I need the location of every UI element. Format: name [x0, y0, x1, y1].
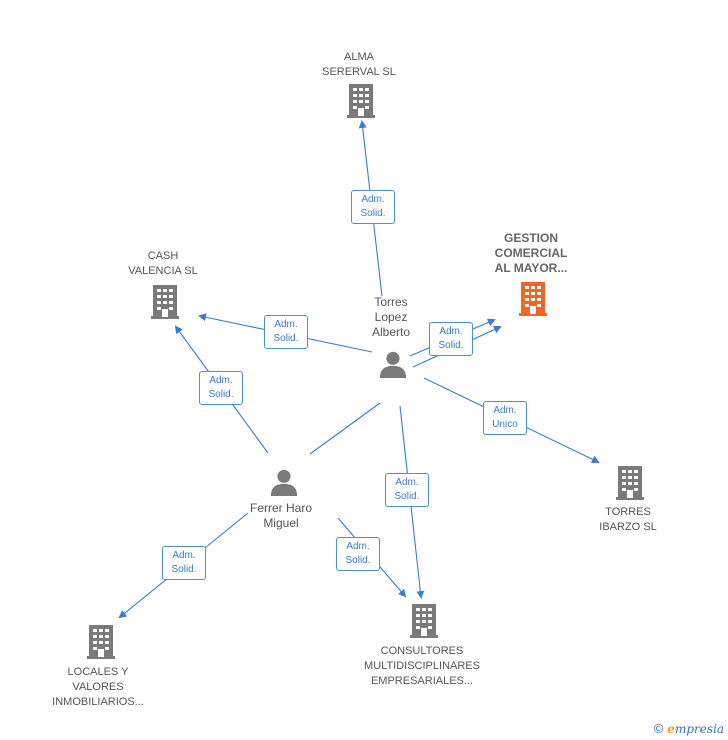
brand-logo-e: e [667, 721, 675, 736]
edge-label[interactable]: Adm. Solid. [385, 473, 429, 507]
company-label[interactable]: CONSULTORES MULTIDISCIPLINARES EMPRESARI… [364, 645, 480, 687]
edge-label[interactable]: Adm. Solid. [351, 190, 395, 224]
building-icon[interactable] [616, 466, 644, 500]
person-icon[interactable] [379, 351, 407, 378]
building-icon[interactable] [151, 285, 179, 319]
building-icon[interactable] [410, 604, 438, 638]
building-icon[interactable] [87, 625, 115, 659]
edge-label[interactable]: Adm. Solid. [162, 546, 206, 580]
company-label[interactable]: LOCALES Y VALORES INMOBILIARIOS... [52, 666, 144, 708]
building-icon[interactable] [519, 282, 547, 316]
edge-label[interactable]: Adm. Solid. [336, 537, 380, 571]
edge-label[interactable]: Adm. Solid. [199, 371, 243, 405]
brand-logo-text: mpresia [674, 721, 724, 736]
person-label[interactable]: Ferrer Haro Miguel [249, 501, 312, 530]
edge-line [309, 402, 381, 455]
person-label[interactable]: Torres Lopez Alberto [371, 295, 411, 339]
company-label[interactable]: GESTION COMERCIAL AL MAYOR... [494, 231, 568, 275]
footer-brand[interactable]: © empresia [654, 721, 724, 736]
person-icon[interactable] [270, 469, 298, 496]
edge-label[interactable]: Adm. Solid. [429, 322, 473, 356]
edge-label[interactable]: Adm. Unico [483, 401, 527, 435]
edge-label[interactable]: Adm. Solid. [264, 315, 308, 349]
copyright-icon: © [653, 721, 664, 736]
company-label[interactable]: ALMA SERERVAL SL [322, 51, 396, 78]
building-icon[interactable] [347, 84, 375, 118]
company-label[interactable]: CASH VALENCIA SL [128, 250, 198, 277]
company-label[interactable]: TORRES IBARZO SL [599, 506, 657, 533]
brand-logo: empresia [667, 722, 724, 736]
